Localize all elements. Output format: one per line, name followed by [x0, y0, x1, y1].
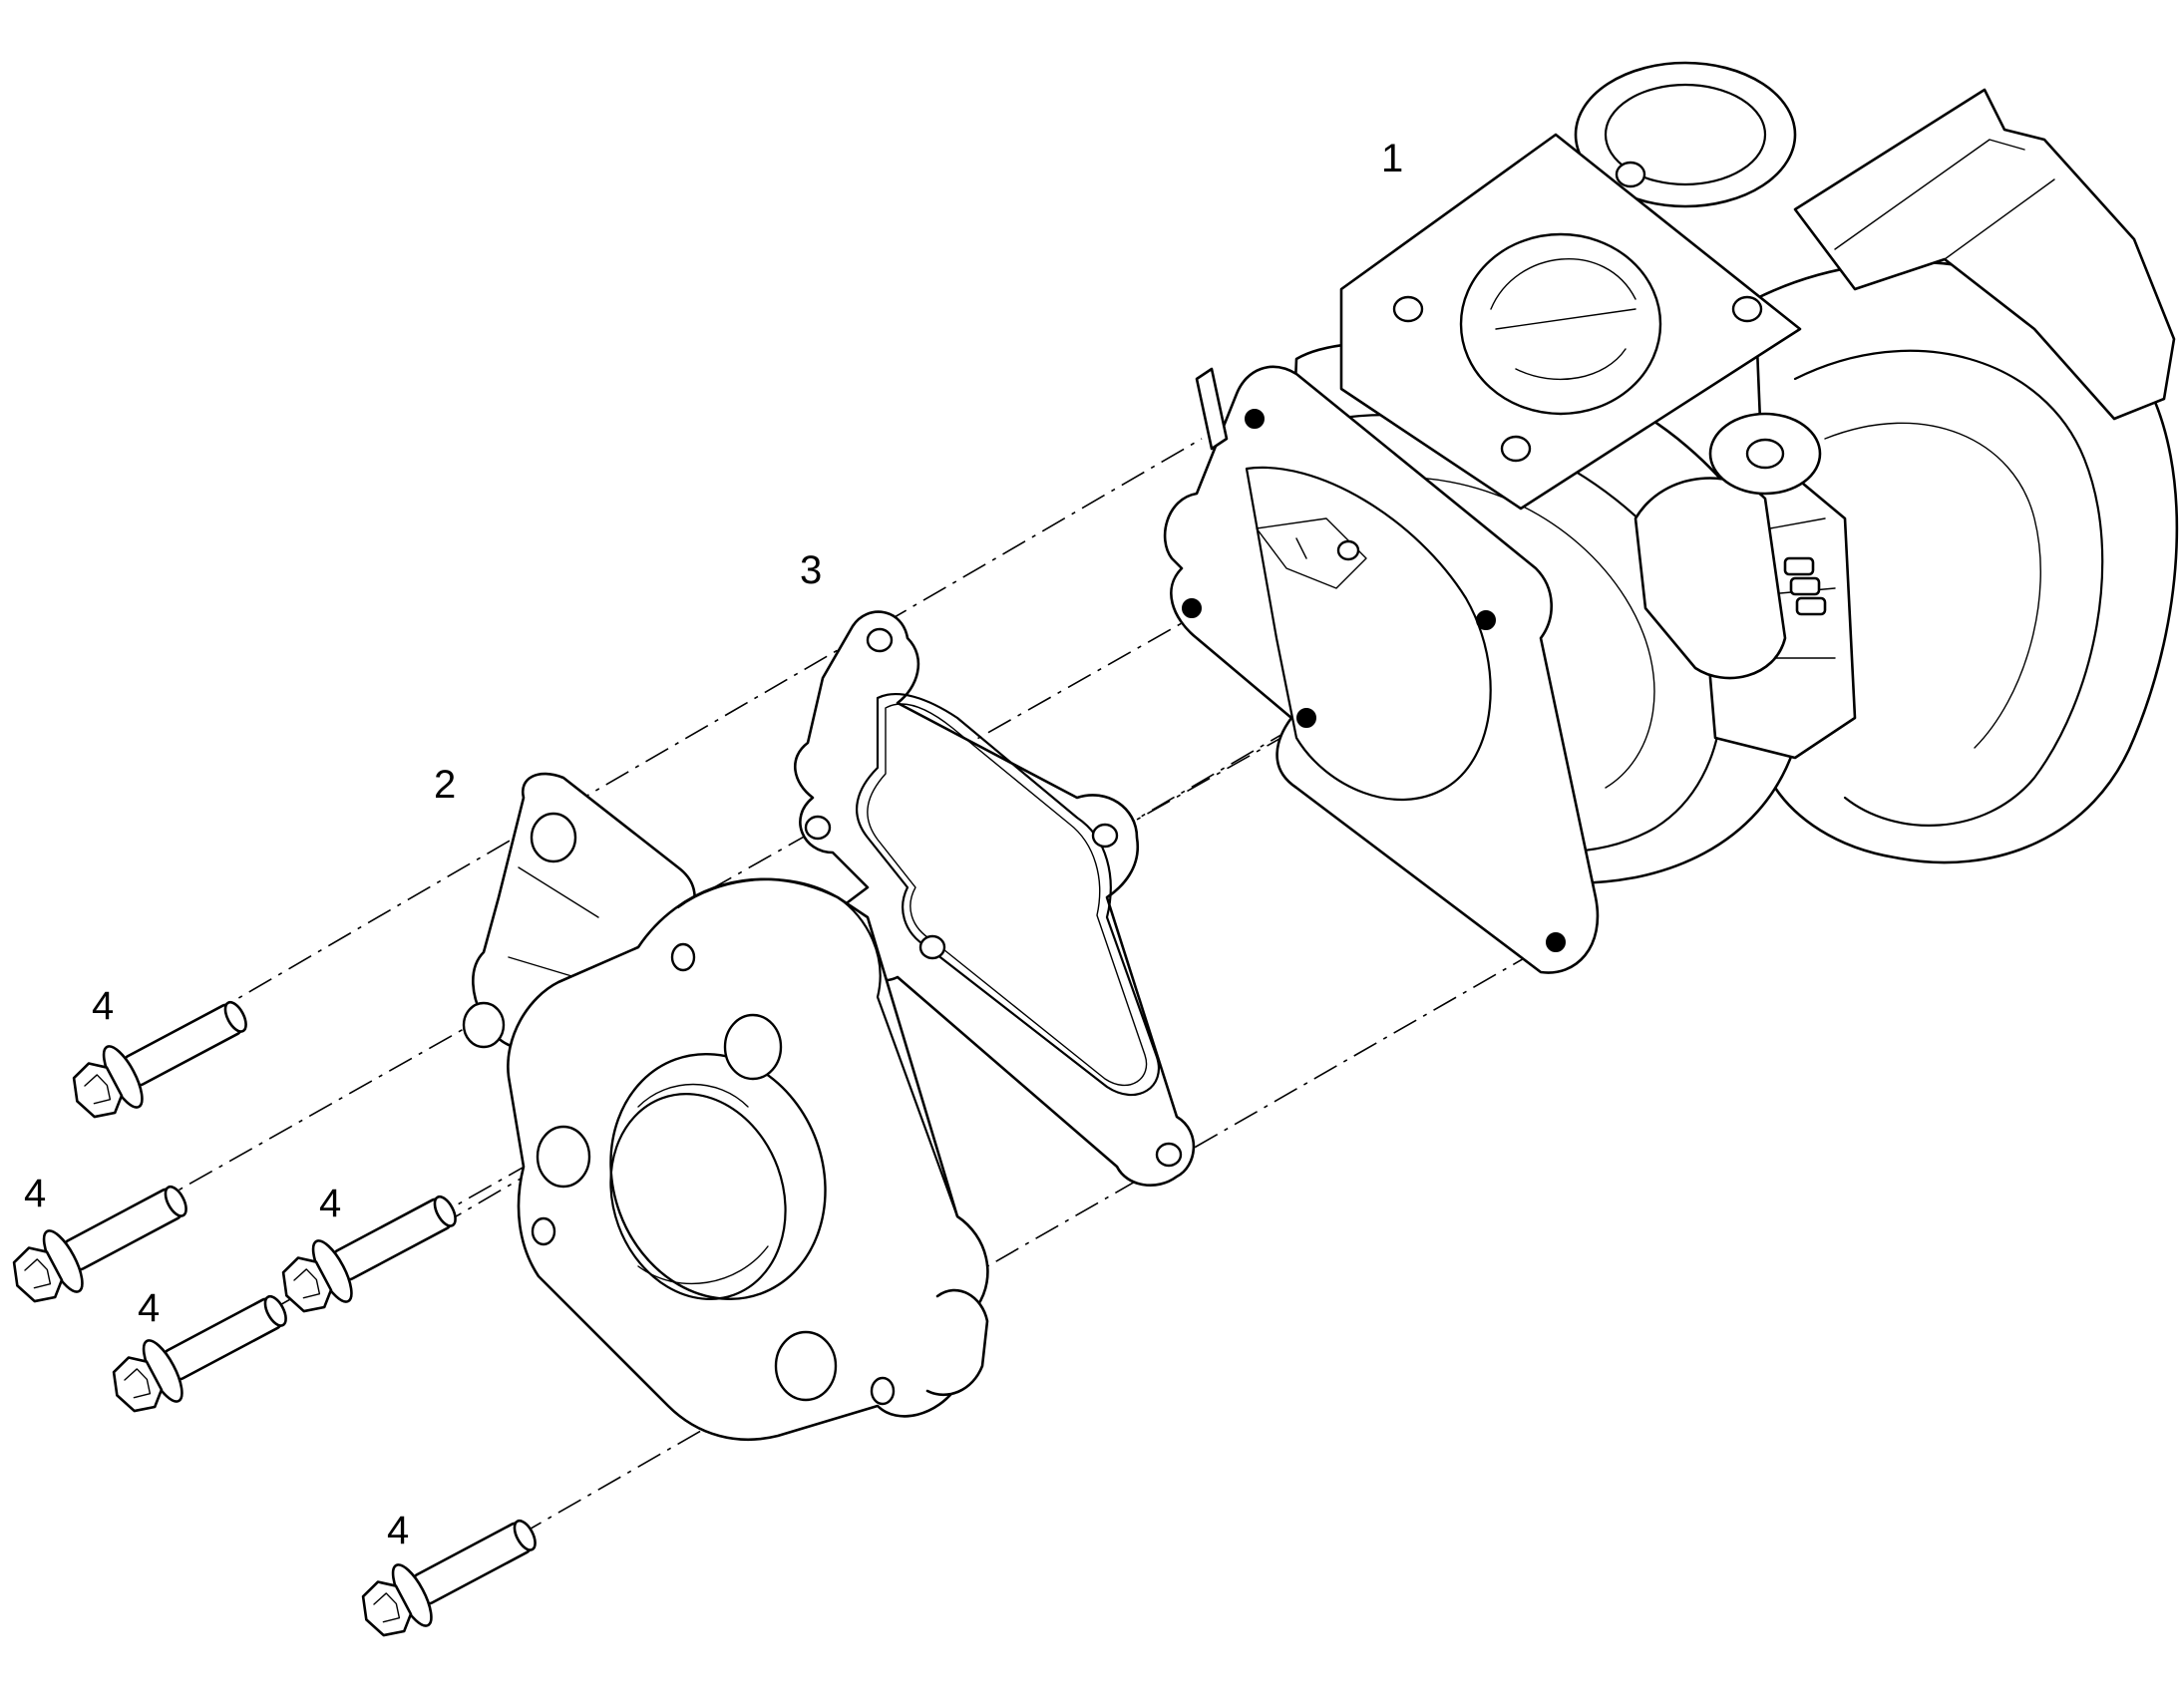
turbine-outlet-flange: [1163, 365, 1600, 974]
bolt-e: [361, 1519, 537, 1637]
adapter-flange-thickness: [676, 877, 959, 1218]
inlet-flange-hole-2: [1615, 161, 1646, 188]
gasket-hole-1: [866, 627, 894, 653]
gasket-outline: [793, 610, 1196, 1187]
gasket-sealing-bead: [856, 693, 1160, 1097]
adapter-flange: [462, 772, 989, 1442]
outlet-flange-stud-4: [1476, 610, 1496, 630]
compressor-scroll-inner: [1793, 349, 2104, 827]
callout-bolt-a: 4: [92, 984, 114, 1028]
adapter-central-bore: [609, 1052, 827, 1301]
callout-bolt-b: 4: [24, 1172, 46, 1215]
connector-plug: [1783, 556, 1827, 616]
adapter-central-bore-step: [609, 1093, 787, 1300]
gasket-sealing-bead-inner: [867, 703, 1148, 1087]
gasket-hole-5: [1155, 1142, 1183, 1168]
gasket-hole-3: [1091, 823, 1119, 849]
callout-gasket: 3: [800, 548, 822, 592]
adapter-small-hole-3: [870, 1376, 896, 1406]
wastegate-lever: [1256, 517, 1367, 589]
inlet-flange-hole-3: [1731, 295, 1763, 323]
bracket-pin: [1195, 367, 1229, 451]
bolt-b: [12, 1185, 187, 1303]
inlet-flange-hole-4: [1500, 435, 1532, 463]
gasket: [793, 610, 1196, 1187]
outlet-flange-bore: [1245, 466, 1492, 802]
adapter-face-hole-bottom: [774, 1330, 838, 1402]
rear-bracket-hole-bottom: [462, 1001, 506, 1049]
outlet-flange-stud-5: [1546, 932, 1566, 952]
bolt-a: [72, 1000, 247, 1119]
callout-turbocharger: 1: [1381, 137, 1403, 180]
rear-bracket-hole-top: [530, 812, 577, 863]
outlet-flange-stud-2: [1182, 598, 1202, 618]
adapter-face-hole-left: [536, 1125, 591, 1189]
bolt-c: [281, 1195, 457, 1313]
gasket-hole-4: [918, 934, 946, 960]
compressor-outlet-duct: [1793, 88, 2176, 421]
callout-bolt-c: 4: [319, 1182, 341, 1225]
actuator-box: [1634, 477, 1787, 680]
centerline-middle-bolt: [149, 557, 1297, 1207]
adapter-face-hole-top: [723, 1013, 783, 1081]
inlet-port-inner-wall: [1490, 258, 1636, 381]
callout-bolt-d: 4: [138, 1286, 160, 1330]
bolt-d: [112, 1294, 287, 1413]
gasket-hole-2: [804, 815, 832, 841]
compressor-outlet-rib: [1834, 139, 2055, 260]
adapter-flange-lower-ear: [925, 1288, 989, 1397]
centerline-top-bolt: [208, 438, 1203, 1016]
wastegate-pivot: [1336, 539, 1360, 561]
turbine-scroll-line-inner: [1375, 477, 1655, 789]
outlet-flange-stud-3: [1296, 708, 1316, 728]
outlet-flange-stud-1: [1245, 409, 1265, 429]
compressor-scroll-groove: [1824, 422, 2041, 749]
inlet-flange-hole-1: [1392, 295, 1424, 323]
centerline-bottom-bolt: [518, 936, 1562, 1537]
callout-adapter-flange: 2: [434, 763, 456, 807]
oil-port-hole: [1745, 438, 1785, 470]
adapter-small-hole-2: [531, 1216, 556, 1246]
adapter-small-hole-1: [670, 942, 696, 972]
adapter-bore-wall: [637, 1083, 769, 1285]
callout-bolt-e: 4: [387, 1509, 409, 1552]
turbocharger-assembly: [1163, 61, 2179, 974]
turbine-inlet-ring-inner: [1604, 83, 1767, 186]
inlet-port-opening: [1459, 232, 1662, 416]
